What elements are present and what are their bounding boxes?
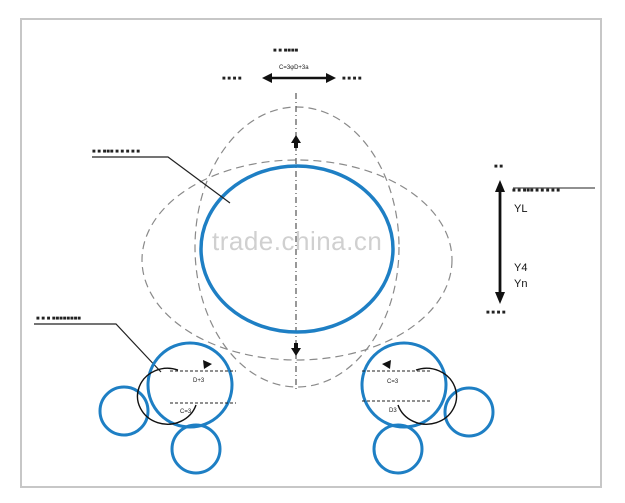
frame-border bbox=[20, 18, 602, 488]
top-right-dots: ■ ■ ■ ■ bbox=[342, 76, 362, 82]
left-rotation-arc bbox=[136, 367, 197, 425]
upper-left-callout: ■ ■ ■■■ ■ ■ ■ ■ ■ bbox=[92, 149, 231, 204]
watermark-text: trade.china.cn bbox=[212, 226, 383, 256]
right-roller-bottom-text: D3 bbox=[389, 408, 397, 414]
dashed-horizontal-ellipse bbox=[141, 159, 453, 361]
top-left-dots: ■ ■ ■ ■ bbox=[222, 76, 242, 82]
right-rotation-arrowhead-icon bbox=[382, 360, 391, 369]
left-roller-bottom-text: C=3 bbox=[180, 409, 192, 415]
label-yl: YL bbox=[514, 203, 527, 215]
right-small-roller-bottom bbox=[372, 423, 424, 475]
label-y4: Y4 bbox=[514, 262, 527, 274]
up-arrow-icon bbox=[291, 135, 301, 148]
left-rotation-arrowhead-icon bbox=[203, 360, 212, 369]
right-small-roller-outer bbox=[443, 386, 495, 438]
right-bottom-dots: ■ ■ ■ ■ bbox=[486, 310, 506, 316]
right-up-arrowhead-icon bbox=[495, 180, 505, 192]
upper-left-callout-dots: ■ ■ ■■■ ■ ■ ■ ■ ■ bbox=[92, 149, 140, 155]
right-dimension: ■ ■ ■ ■ ■■■ ■ ■ ■ ■ ■ YL Y4 Yn ■ ■ ■ ■ bbox=[486, 164, 595, 316]
right-leader-dots: ■ ■ ■■■ ■ ■ ■ ■ ■ bbox=[512, 188, 560, 194]
left-roller-top-text: D+3 bbox=[193, 378, 205, 384]
left-small-roller-outer bbox=[98, 385, 150, 437]
top-dots-label: ■ ■ ■■■■ bbox=[273, 48, 298, 54]
right-arrowhead-icon bbox=[326, 73, 336, 83]
down-arrow-icon bbox=[291, 343, 301, 356]
left-arrowhead-icon bbox=[262, 73, 272, 83]
top-dimension: ■ ■ ■■■■ ■ ■ ■ ■ ■ ■ ■ ■ C=3φD+3a bbox=[222, 48, 362, 83]
lower-left-callout-dots: ■ ■ ■ ■■■■■■■■ bbox=[36, 316, 81, 322]
main-ring bbox=[199, 164, 395, 334]
lower-left-callout: ■ ■ ■ ■■■■■■■■ bbox=[34, 316, 162, 373]
upper-left-leader-line bbox=[92, 156, 231, 204]
lower-left-leader-line bbox=[34, 323, 162, 373]
right-rotation-arc bbox=[397, 367, 458, 425]
left-roller-group: D+3 C=3 bbox=[98, 341, 236, 475]
right-down-arrowhead-icon bbox=[495, 292, 505, 304]
right-top-dots: ■ ■ bbox=[494, 164, 503, 170]
dashed-vertical-ellipse bbox=[194, 106, 400, 388]
left-small-roller-bottom bbox=[170, 423, 222, 475]
label-yn: Yn bbox=[514, 278, 527, 290]
right-roller-top-text: C=3 bbox=[387, 379, 399, 385]
top-dimension-text: C=3φD+3a bbox=[279, 65, 309, 71]
right-roller-group: C=3 D3 bbox=[360, 341, 495, 475]
